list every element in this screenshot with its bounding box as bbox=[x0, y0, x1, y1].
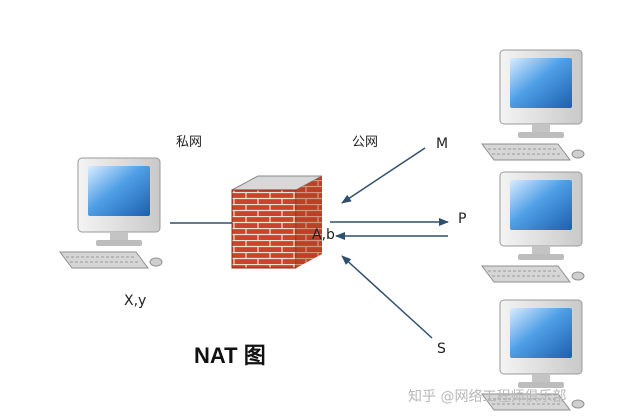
brick-firewall-icon bbox=[231, 175, 323, 269]
host-p-computer-icon bbox=[481, 171, 585, 283]
diagram-title: NAT 图 bbox=[194, 343, 266, 368]
host-p-label: P bbox=[458, 211, 467, 227]
host-s-label: S bbox=[437, 341, 446, 357]
private-host-computer-icon bbox=[59, 157, 163, 269]
arrow-s-to-firewall bbox=[341, 255, 433, 339]
host-m-label: M bbox=[436, 136, 449, 152]
arrow-m-to-firewall bbox=[341, 147, 426, 204]
zone-label-public: 公网 bbox=[352, 135, 379, 150]
private-host-label: X,y bbox=[124, 293, 147, 309]
host-m-computer-icon bbox=[481, 49, 585, 161]
zone-label-private: 私网 bbox=[176, 135, 203, 150]
firewall-label: A,b bbox=[312, 227, 335, 243]
watermark-text: 知乎 @网络工程师俱乐部 bbox=[408, 389, 567, 405]
